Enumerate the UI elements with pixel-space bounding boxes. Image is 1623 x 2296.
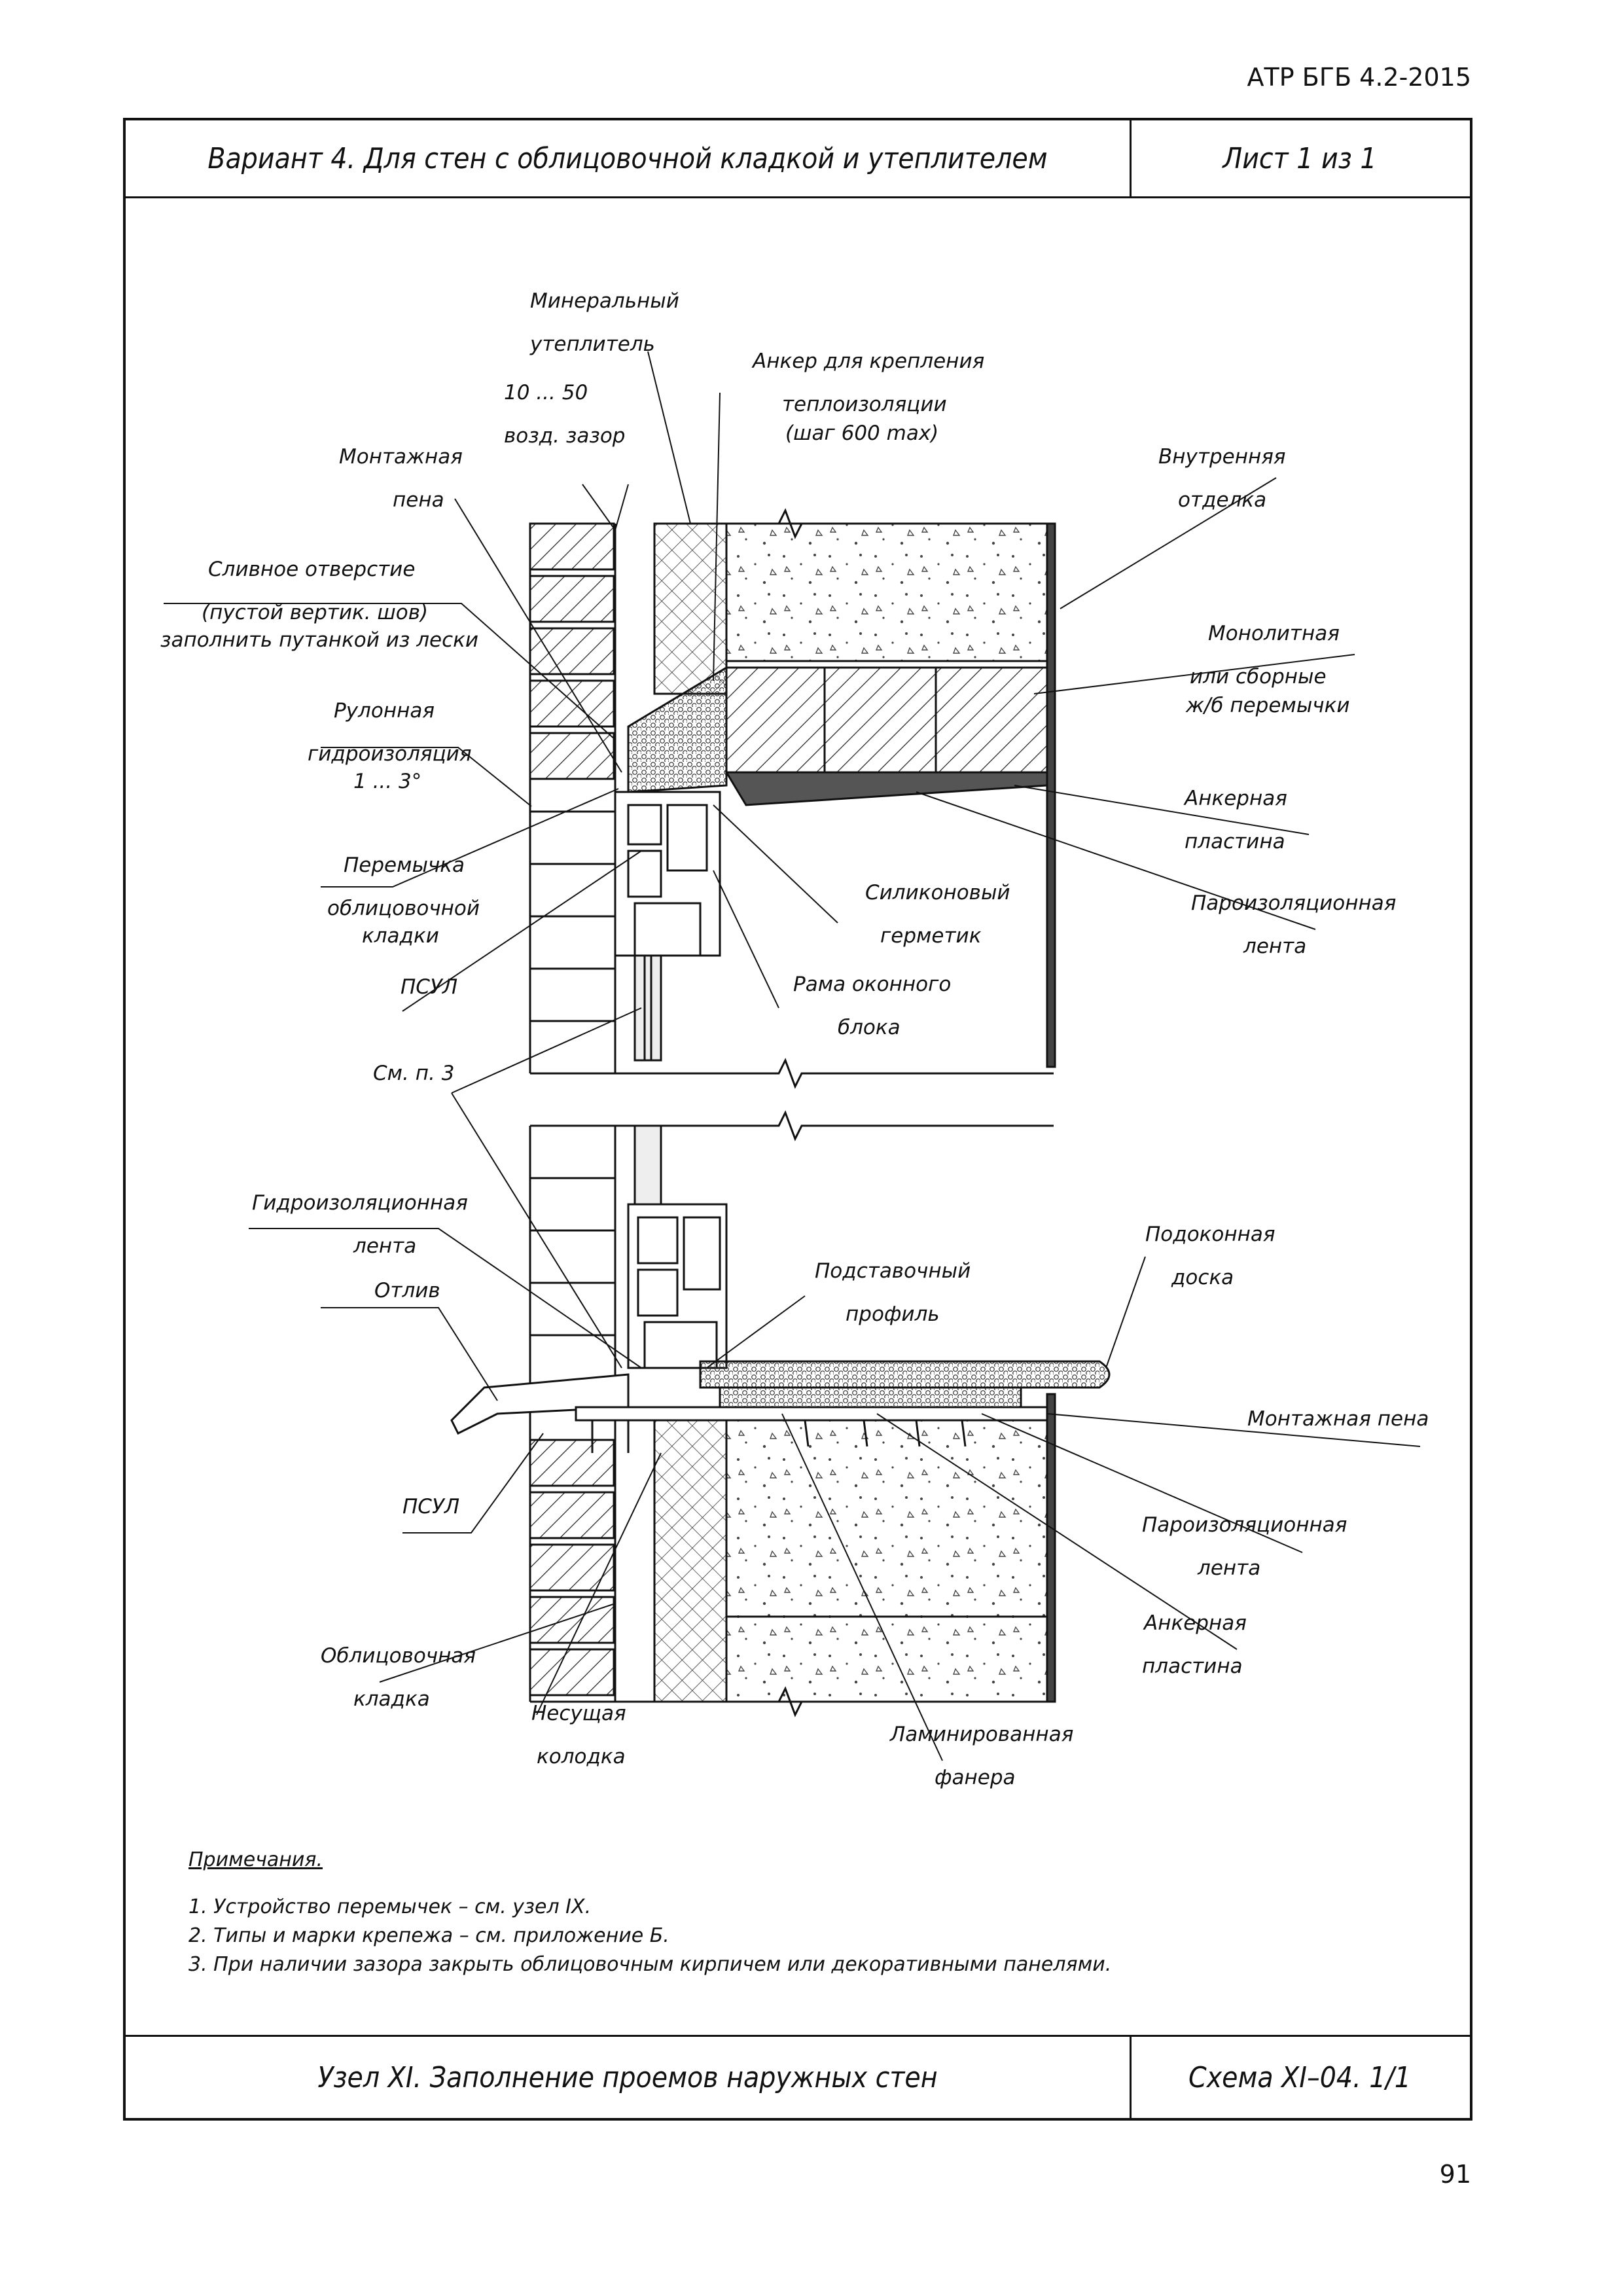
laminated-plywood xyxy=(575,1406,1048,1422)
label-waterproof-tape-2: лента xyxy=(353,1234,416,1258)
label-clad-lintel-3: кладки xyxy=(362,924,439,948)
mineral-insulation-lower xyxy=(653,1419,728,1703)
label-clad-lintel-1: Перемычка xyxy=(344,853,465,877)
lintel-upper xyxy=(724,666,1048,806)
label-anchor-ins-3: (шаг 600 max) xyxy=(785,422,938,445)
window-frame-upper xyxy=(614,791,721,1062)
document-code: АТР БГБ 4.2-2015 xyxy=(1247,63,1471,92)
label-silicone-2: герметик xyxy=(880,924,982,948)
label-roll-1: Рулонная xyxy=(334,699,435,723)
sill-board xyxy=(699,1360,1111,1389)
label-drain-1: Сливное отверстие xyxy=(208,558,415,581)
label-mineral-2: утеплитель xyxy=(529,332,655,356)
label-cladding-1: Облицовочная xyxy=(321,1644,476,1668)
label-vapor-top-2: лента xyxy=(1243,935,1306,958)
label-anchor-plate-top-1: Анкерная xyxy=(1183,787,1287,810)
note-item: 3. При наличии зазора закрыть облицовочн… xyxy=(188,1953,1112,1976)
scheme-code: Схема XI–04. 1/1 xyxy=(1188,2060,1411,2094)
label-clad-lintel-2: облицовочной xyxy=(327,897,480,920)
label-anchor-plate-top-2: пластина xyxy=(1185,830,1285,853)
concrete-wall-lower xyxy=(725,1419,1048,1703)
leader-lines xyxy=(164,351,1421,1761)
label-see-p3: См. п. 3 xyxy=(373,1062,454,1085)
label-psul-bottom: ПСУЛ xyxy=(402,1495,459,1518)
upper-section xyxy=(529,508,1056,1089)
variant-title: Вариант 4. Для стен с облицовочной кладк… xyxy=(126,120,1132,196)
label-support-1: Подставочный xyxy=(815,1259,971,1283)
label-frame-2: блока xyxy=(838,1016,901,1039)
label-foam-bottom: Монтажная пена xyxy=(1247,1407,1429,1431)
label-vapor-top-1: Пароизоляционная xyxy=(1191,891,1396,915)
label-vapor-bottom-2: лента xyxy=(1197,1556,1260,1580)
label-foam-top-2: пена xyxy=(393,488,444,512)
notes-title: Примечания. xyxy=(188,1848,323,1871)
drawing-frame: Вариант 4. Для стен с облицовочной кладк… xyxy=(123,118,1472,2121)
label-bearing-2: колодка xyxy=(537,1745,626,1768)
callout-labels: Минеральный утеплитель 10 ... 50 возд. з… xyxy=(160,289,1429,1789)
label-lintel-mono-3: ж/б перемычки xyxy=(1185,694,1349,717)
label-roll-3: 1 ... 3° xyxy=(353,770,421,793)
page-number: 91 xyxy=(1439,2160,1471,2189)
label-plywood-2: фанера xyxy=(935,1766,1016,1789)
label-support-2: профиль xyxy=(846,1302,940,1326)
mounting-foam-upper xyxy=(627,666,728,793)
label-sill-board-1: Подоконная xyxy=(1145,1223,1275,1246)
brick-cladding-lower xyxy=(529,1126,616,1702)
window-frame-lower xyxy=(627,1124,728,1369)
screws xyxy=(591,1420,967,1453)
label-anchor-plate-bottom-1: Анкерная xyxy=(1143,1611,1247,1635)
label-frame-1: Рама оконного xyxy=(793,973,951,996)
label-drain-3: заполнить путанкой из лески xyxy=(160,628,478,652)
mounting-foam-lower xyxy=(719,1386,1022,1408)
label-waterproof-tape-1: Гидроизоляционная xyxy=(252,1191,468,1215)
label-gap-1: 10 ... 50 xyxy=(504,381,588,404)
label-inner-fin-2: отделка xyxy=(1178,488,1266,512)
lower-section xyxy=(450,1110,1111,1717)
title-block-footer: Узел XI. Заполнение проемов наружных сте… xyxy=(126,2035,1470,2118)
concrete-wall-upper xyxy=(725,522,1048,662)
label-gap-2: возд. зазор xyxy=(504,424,625,448)
label-foam-top-1: Монтажная xyxy=(339,445,463,469)
label-anchor-ins-2: теплоизоляции xyxy=(782,393,947,416)
note-item: 1. Устройство перемычек – см. узел IX. xyxy=(188,1895,592,1918)
label-drip-1: Отлив xyxy=(374,1279,440,1302)
label-lintel-mono-2: или сборные xyxy=(1190,665,1327,689)
sheet-number: Лист 1 из 1 xyxy=(1222,141,1377,175)
label-lintel-mono-1: Монолитная xyxy=(1208,622,1340,645)
label-psul-top: ПСУЛ xyxy=(401,975,457,999)
label-mineral-1: Минеральный xyxy=(530,289,679,313)
notes-block: Примечания. 1. Устройство перемычек – см… xyxy=(188,1846,1111,1979)
label-sill-board-2: доска xyxy=(1171,1266,1234,1289)
brick-cladding-upper xyxy=(529,522,616,1073)
label-roll-2: гидроизоляция xyxy=(308,742,471,766)
label-anchor-plate-bottom-2: пластина xyxy=(1142,1655,1243,1678)
title-block-header: Вариант 4. Для стен с облицовочной кладк… xyxy=(126,120,1470,198)
label-drain-2: (пустой вертик. шов) xyxy=(202,601,428,624)
label-silicone-1: Силиконовый xyxy=(865,881,1010,905)
node-title: Узел XI. Заполнение проемов наружных сте… xyxy=(126,2037,1132,2118)
label-bearing-1: Несущая xyxy=(531,1702,626,1725)
drip-sill xyxy=(450,1373,630,1435)
label-cladding-2: кладка xyxy=(353,1687,430,1711)
label-plywood-1: Ламинированная xyxy=(889,1723,1073,1746)
inner-finish xyxy=(1046,522,1056,1068)
label-anchor-ins-1: Анкер для крепления xyxy=(751,350,984,373)
label-inner-fin-1: Внутренняя xyxy=(1158,445,1286,469)
label-vapor-bottom-1: Пароизоляционная xyxy=(1142,1513,1347,1537)
note-item: 2. Типы и марки крепежа – см. приложение… xyxy=(188,1924,669,1947)
inner-finish-lower xyxy=(1046,1393,1056,1703)
